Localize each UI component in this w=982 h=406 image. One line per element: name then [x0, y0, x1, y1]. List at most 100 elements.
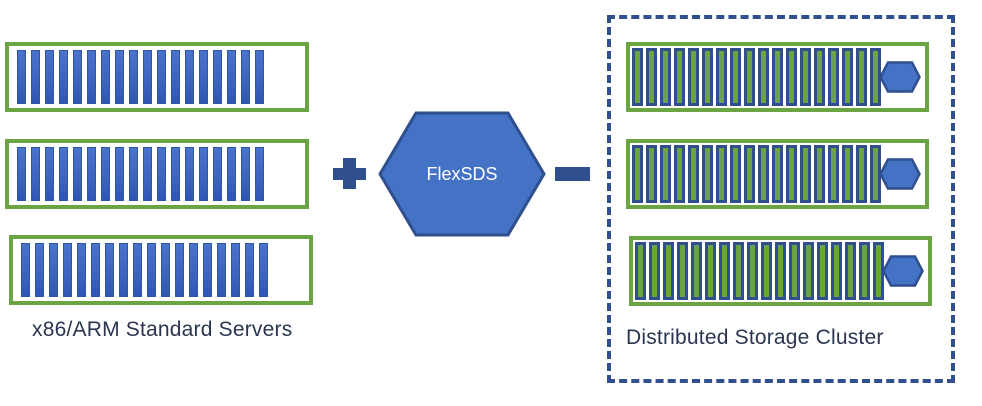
storage-disk-bar	[817, 242, 828, 300]
storage-disk-bar	[775, 242, 786, 300]
server-disk-bar	[77, 243, 86, 297]
storage-node-2	[626, 139, 929, 209]
server-disk-bar	[203, 243, 212, 297]
server-disk-bar	[157, 147, 166, 201]
storage-disk-bar	[632, 145, 643, 203]
storage-disk-bar	[761, 242, 772, 300]
server-1-disks	[17, 50, 264, 104]
server-disk-bar	[189, 243, 198, 297]
server-disk-bar	[45, 50, 54, 104]
server-disk-bar	[91, 243, 100, 297]
storage-node-2-disks	[632, 145, 881, 203]
server-1	[5, 42, 309, 112]
server-disk-bar	[31, 147, 40, 201]
storage-disk-bar	[660, 145, 671, 203]
server-disk-bar	[213, 50, 222, 104]
server-disk-bar	[115, 147, 124, 201]
server-disk-bar	[185, 50, 194, 104]
storage-disk-bar	[730, 48, 741, 106]
server-disk-bar	[35, 243, 44, 297]
server-disk-bar	[59, 50, 68, 104]
server-disk-bar	[17, 50, 26, 104]
server-disk-bar	[217, 243, 226, 297]
server-disk-bar	[143, 147, 152, 201]
storage-disk-bar	[688, 48, 699, 106]
server-disk-bar	[133, 243, 142, 297]
servers-caption: x86/ARM Standard Servers	[32, 318, 293, 341]
server-disk-bar	[73, 147, 82, 201]
server-disk-bar	[161, 243, 170, 297]
storage-disk-bar	[859, 242, 870, 300]
server-disk-bar	[101, 50, 110, 104]
minus-icon	[555, 167, 590, 181]
storage-disk-bar	[845, 242, 856, 300]
server-disk-bar	[171, 50, 180, 104]
storage-disk-bar	[649, 242, 660, 300]
storage-node-3	[629, 236, 932, 306]
server-2	[5, 139, 309, 209]
storage-disk-bar	[803, 242, 814, 300]
storage-disk-bar	[842, 48, 853, 106]
server-disk-bar	[241, 147, 250, 201]
storage-disk-bar	[786, 145, 797, 203]
flexsds-label: FlexSDS	[426, 164, 498, 184]
storage-disk-bar	[674, 145, 685, 203]
storage-disk-bar	[632, 48, 643, 106]
server-disk-bar	[255, 147, 264, 201]
storage-disk-bar	[800, 48, 811, 106]
storage-disk-bar	[828, 145, 839, 203]
server-disk-bar	[87, 147, 96, 201]
server-disk-bar	[147, 243, 156, 297]
storage-node-1-disks	[632, 48, 881, 106]
server-disk-bar	[31, 50, 40, 104]
storage-disk-bar	[646, 145, 657, 203]
storage-disk-bar	[744, 145, 755, 203]
storage-disk-bar	[814, 48, 825, 106]
server-disk-bar	[227, 147, 236, 201]
server-disk-bar	[231, 243, 240, 297]
server-disk-bar	[213, 147, 222, 201]
server-disk-bar	[115, 50, 124, 104]
storage-disk-bar	[663, 242, 674, 300]
storage-disk-bar	[800, 145, 811, 203]
server-disk-bar	[59, 147, 68, 201]
server-disk-bar	[45, 147, 54, 201]
storage-disk-bar	[702, 48, 713, 106]
server-disk-bar	[143, 50, 152, 104]
storage-disk-bar	[789, 242, 800, 300]
server-disk-bar	[227, 50, 236, 104]
node-2-flexsds-icon	[879, 158, 921, 190]
storage-disk-bar	[688, 145, 699, 203]
storage-disk-bar	[828, 48, 839, 106]
storage-disk-bar	[733, 242, 744, 300]
storage-disk-bar	[831, 242, 842, 300]
server-disk-bar	[119, 243, 128, 297]
server-disk-bar	[63, 243, 72, 297]
storage-disk-bar	[702, 145, 713, 203]
storage-disk-bar	[719, 242, 730, 300]
storage-disk-bar	[758, 145, 769, 203]
cluster-boundary	[607, 15, 955, 383]
storage-disk-bar	[691, 242, 702, 300]
server-3-disks	[21, 243, 268, 297]
storage-disk-bar	[705, 242, 716, 300]
storage-node-1	[626, 42, 929, 112]
storage-disk-bar	[786, 48, 797, 106]
server-disk-bar	[129, 147, 138, 201]
server-disk-bar	[199, 50, 208, 104]
node-3-flexsds-icon	[882, 255, 924, 287]
storage-disk-bar	[758, 48, 769, 106]
storage-disk-bar	[772, 48, 783, 106]
storage-disk-bar	[716, 48, 727, 106]
server-disk-bar	[21, 243, 30, 297]
storage-disk-bar	[635, 242, 646, 300]
storage-disk-bar	[674, 48, 685, 106]
server-disk-bar	[49, 243, 58, 297]
storage-disk-bar	[856, 145, 867, 203]
server-disk-bar	[129, 50, 138, 104]
storage-disk-bar	[772, 145, 783, 203]
server-disk-bar	[199, 147, 208, 201]
server-disk-bar	[73, 50, 82, 104]
server-disk-bar	[255, 50, 264, 104]
storage-disk-bar	[842, 145, 853, 203]
